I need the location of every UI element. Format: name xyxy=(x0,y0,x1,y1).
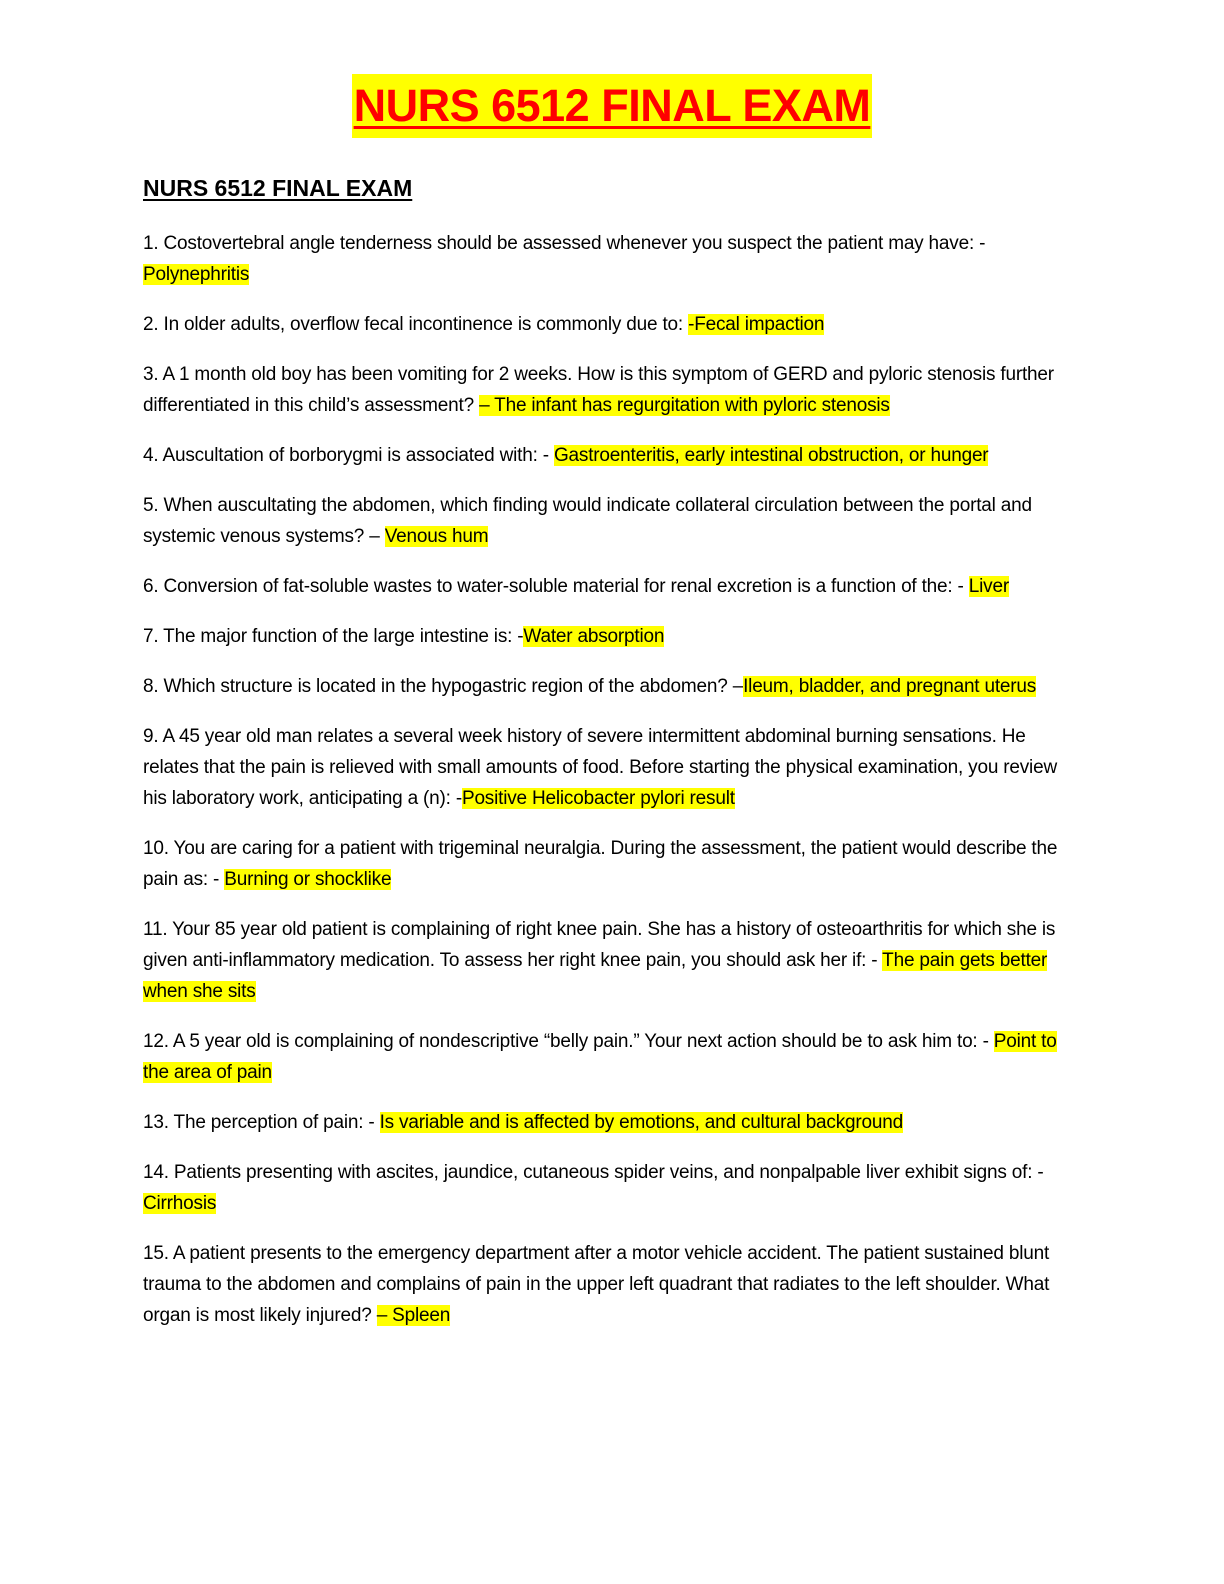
main-title: NURS 6512 FINAL EXAM xyxy=(351,74,873,138)
question-text: 10. You are caring for a patient with tr… xyxy=(143,838,1058,890)
highlighted-answer: Venous hum xyxy=(384,526,489,547)
highlighted-answer: Is variable and is affected by emotions,… xyxy=(379,1112,903,1133)
question-text: 9. A 45 year old man relates a several w… xyxy=(143,726,1057,809)
question-text: 11. Your 85 year old patient is complain… xyxy=(143,919,1056,971)
question-item: 8. Which structure is located in the hyp… xyxy=(143,671,1073,702)
main-title-container: NURS 6512 FINAL EXAM xyxy=(0,74,1224,138)
question-text: 14. Patients presenting with ascites, ja… xyxy=(143,1162,1044,1183)
question-text: 6. Conversion of fat-soluble wastes to w… xyxy=(143,576,969,597)
question-item: 14. Patients presenting with ascites, ja… xyxy=(143,1157,1073,1219)
highlighted-answer: Liver xyxy=(968,576,1009,597)
highlighted-answer: Cirrhosis xyxy=(143,1193,217,1214)
question-list: 1. Costovertebral angle tenderness shoul… xyxy=(143,228,1073,1350)
highlighted-answer: Burning or shocklike xyxy=(224,869,392,890)
question-item: 3. A 1 month old boy has been vomiting f… xyxy=(143,359,1073,421)
question-item: 2. In older adults, overflow fecal incon… xyxy=(143,309,1073,340)
question-text: 8. Which structure is located in the hyp… xyxy=(143,676,744,697)
highlighted-answer: -Fecal impaction xyxy=(688,314,825,335)
question-text: 1. Costovertebral angle tenderness shoul… xyxy=(143,233,986,254)
question-item: 6. Conversion of fat-soluble wastes to w… xyxy=(143,571,1073,602)
highlighted-answer: Ileum, bladder, and pregnant uterus xyxy=(743,676,1037,697)
question-item: 10. You are caring for a patient with tr… xyxy=(143,833,1073,895)
question-text: 12. A 5 year old is complaining of nonde… xyxy=(143,1031,994,1052)
question-text: 5. When auscultating the abdomen, which … xyxy=(143,495,1032,547)
question-item: 12. A 5 year old is complaining of nonde… xyxy=(143,1026,1073,1088)
question-item: 7. The major function of the large intes… xyxy=(143,621,1073,652)
question-item: 4. Auscultation of borborygmi is associa… xyxy=(143,440,1073,471)
highlighted-answer: Positive Helicobacter pylori result xyxy=(461,788,735,809)
question-text: 4. Auscultation of borborygmi is associa… xyxy=(143,445,554,466)
question-text: 15. A patient presents to the emergency … xyxy=(143,1243,1050,1326)
highlighted-answer: Gastroenteritis, early intestinal obstru… xyxy=(553,445,989,466)
question-text: 3. A 1 month old boy has been vomiting f… xyxy=(143,364,1054,416)
question-item: 11. Your 85 year old patient is complain… xyxy=(143,914,1073,1007)
highlighted-answer: Water absorption xyxy=(523,626,665,647)
question-item: 13. The perception of pain: - Is variabl… xyxy=(143,1107,1073,1138)
question-item: 15. A patient presents to the emergency … xyxy=(143,1238,1073,1331)
question-text: 7. The major function of the large intes… xyxy=(143,626,524,647)
highlighted-answer: Polynephritis xyxy=(143,264,250,285)
highlighted-answer: – Spleen xyxy=(376,1305,451,1326)
question-item: 1. Costovertebral angle tenderness shoul… xyxy=(143,228,1073,290)
question-text: 2. In older adults, overflow fecal incon… xyxy=(143,314,689,335)
highlighted-answer: – The infant has regurgitation with pylo… xyxy=(479,395,890,416)
question-item: 5. When auscultating the abdomen, which … xyxy=(143,490,1073,552)
section-title: NURS 6512 FINAL EXAM xyxy=(143,175,413,201)
question-item: 9. A 45 year old man relates a several w… xyxy=(143,721,1073,814)
question-text: 13. The perception of pain: - xyxy=(143,1112,380,1133)
